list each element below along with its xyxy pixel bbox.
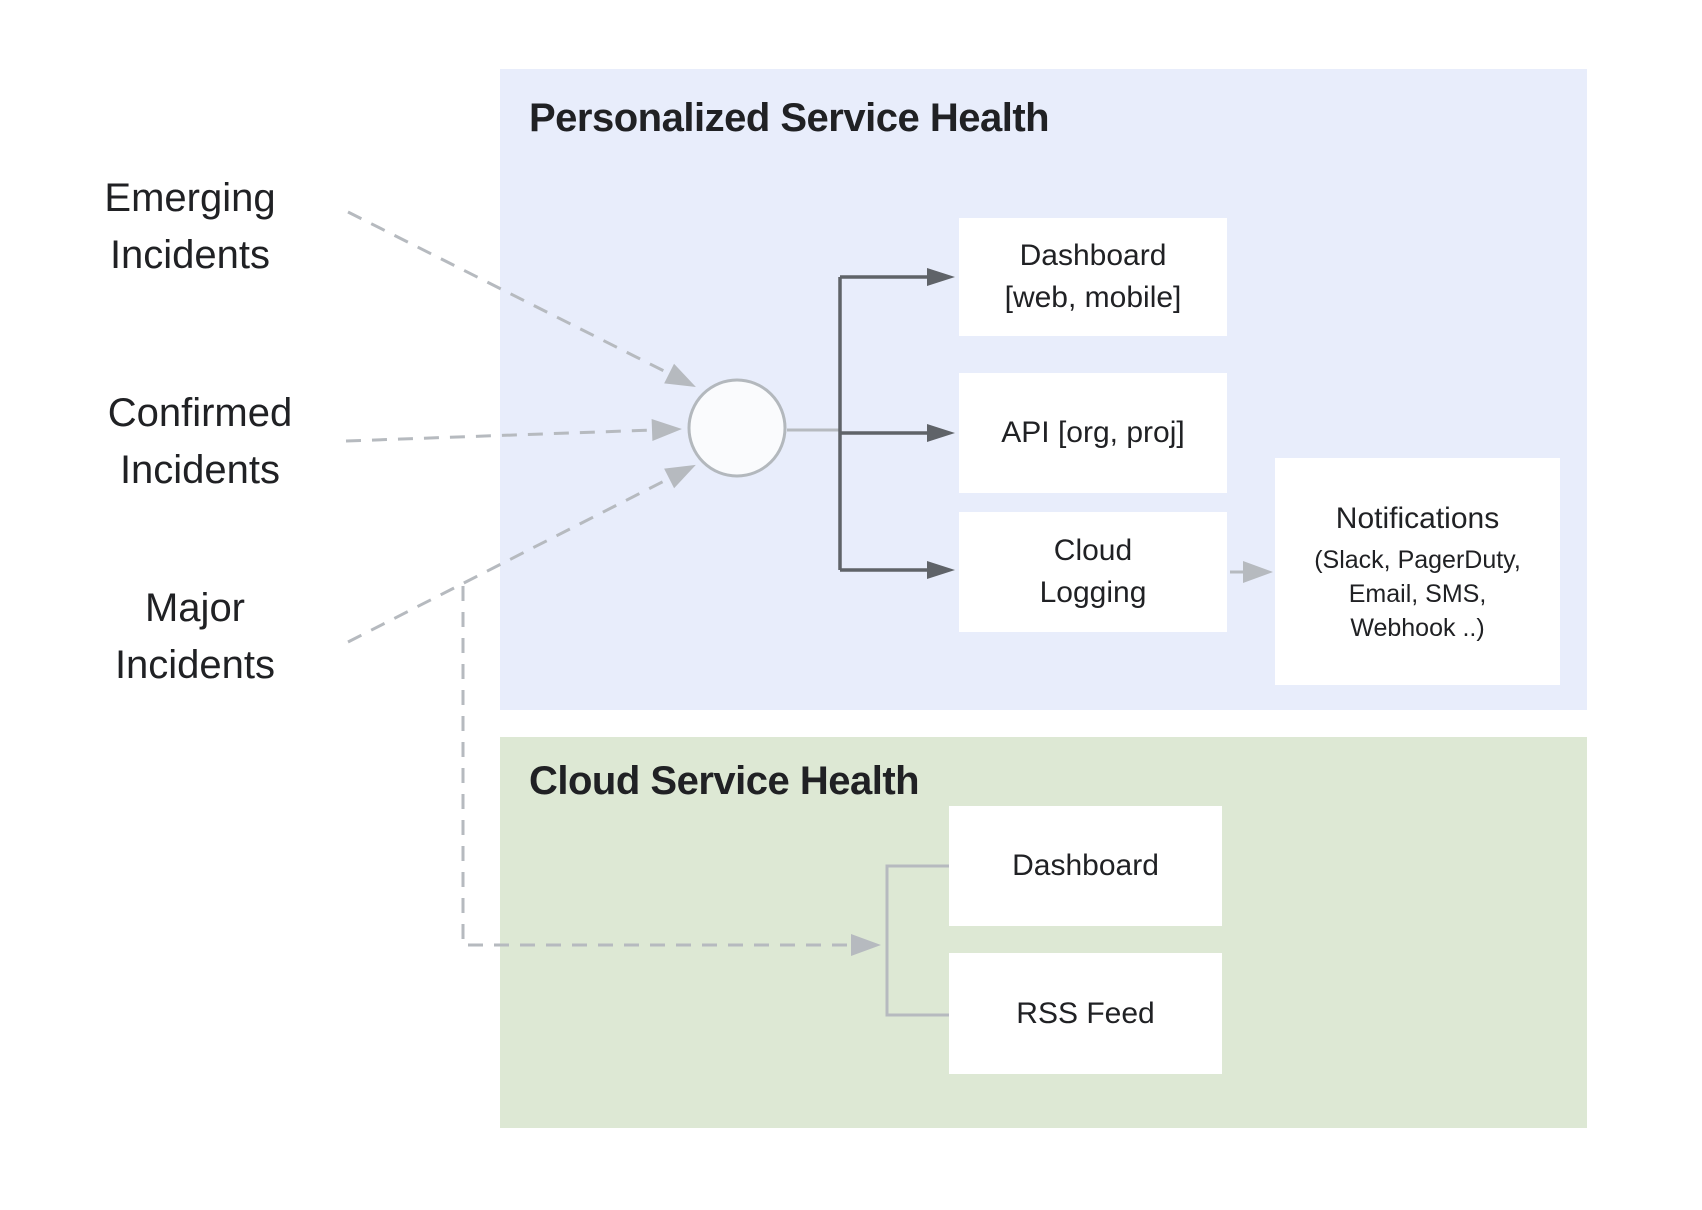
dashboard-web-mobile-box: Dashboard [web, mobile] [959, 218, 1227, 336]
rss-feed-box: RSS Feed [949, 953, 1222, 1074]
dashboard-web-mobile-line1: Dashboard [1019, 239, 1167, 272]
rss-feed-label: RSS Feed [1016, 996, 1155, 1030]
emerging-incidents-label: Emerging Incidents [60, 170, 320, 284]
emerging-incidents-line2: Incidents [109, 233, 271, 277]
notifications-sub-line1: (Slack, PagerDuty, [1314, 545, 1521, 574]
cloud-dashboard-box: Dashboard [949, 806, 1222, 926]
notifications-sub-line3: Webhook ..) [1350, 613, 1485, 642]
cloud-panel-title: Cloud Service Health [529, 759, 920, 803]
notifications-sub-line2: Email, SMS, [1348, 579, 1487, 608]
api-box: API [org, proj] [959, 373, 1227, 493]
notifications-box: Notifications (Slack, PagerDuty, Email, … [1275, 458, 1560, 685]
confirmed-incidents-label: Confirmed Incidents [70, 385, 330, 499]
major-incidents-line2: Incidents [114, 643, 276, 687]
api-box-label: API [org, proj] [1001, 416, 1185, 449]
cloud-logging-line1: Cloud [1053, 534, 1133, 567]
dashboard-web-mobile-line2: [web, mobile] [1004, 281, 1182, 314]
cloud-logging-box: Cloud Logging [959, 512, 1227, 632]
confirmed-incidents-line2: Incidents [119, 448, 281, 492]
cloud-logging-line2: Logging [1039, 576, 1147, 609]
notifications-title: Notifications [1335, 501, 1500, 535]
major-incidents-line1: Major [144, 586, 246, 630]
personalized-panel-title: Personalized Service Health [529, 96, 1050, 140]
cloud-dashboard-label: Dashboard [1012, 849, 1159, 882]
confirmed-incidents-line1: Confirmed [107, 391, 293, 435]
major-incidents-label: Major Incidents [65, 580, 325, 694]
emerging-incidents-line1: Emerging [104, 176, 276, 220]
